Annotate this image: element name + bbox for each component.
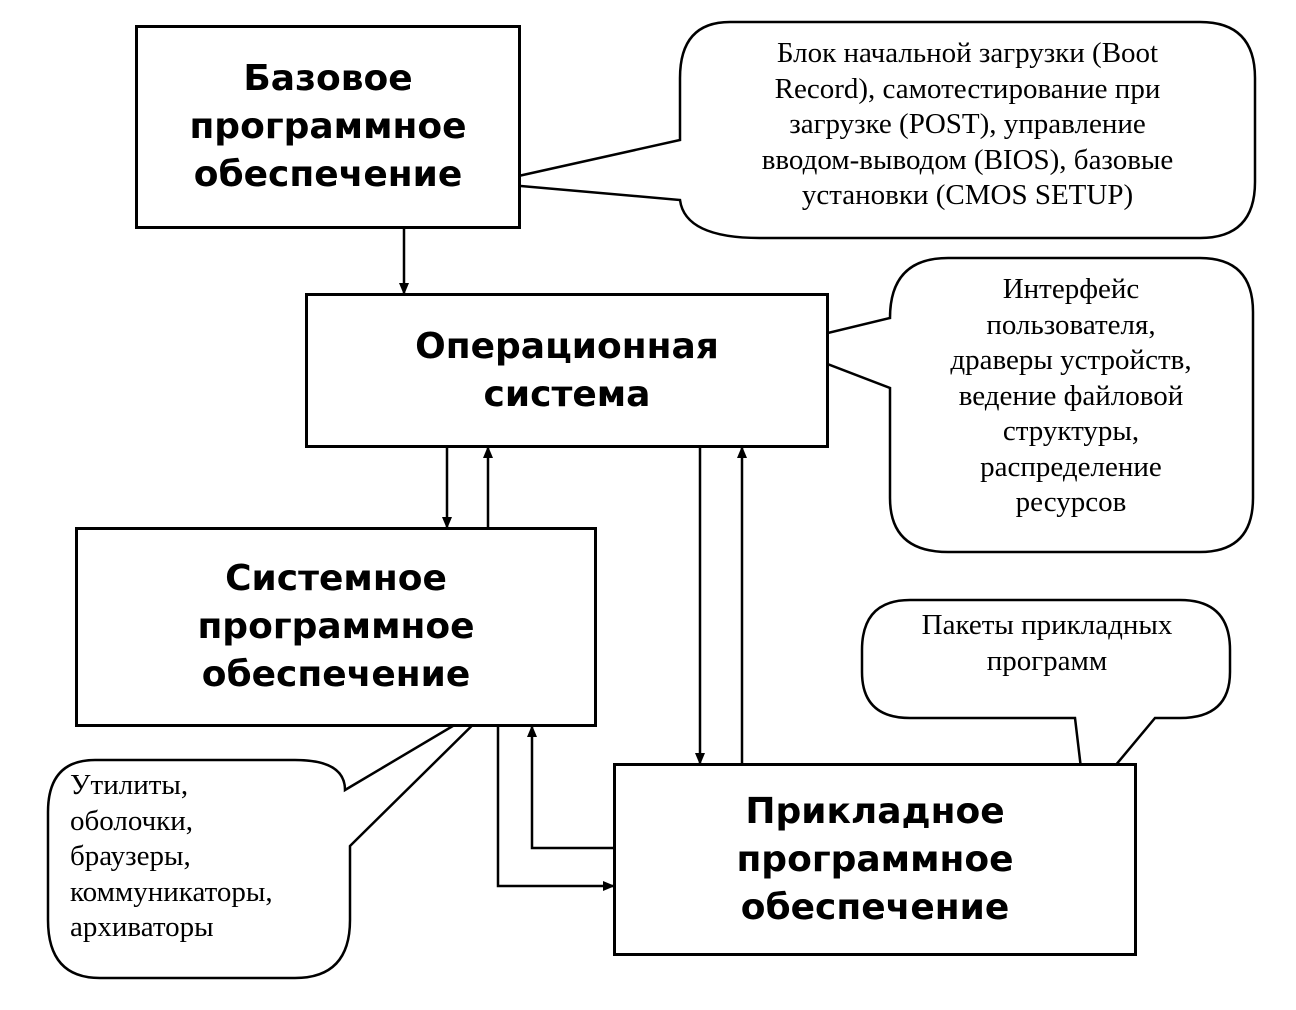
os-note-line-1: Интерфейс bbox=[1002, 273, 1140, 305]
os-note-line-7: ресурсов bbox=[1015, 486, 1127, 518]
os-note-line-3: драверы устройств, bbox=[950, 344, 1192, 376]
os-note-line-2: пользователя, bbox=[986, 308, 1156, 341]
system-note-line-2: оболочки, bbox=[70, 804, 194, 837]
application-software-line-3: обеспечение bbox=[740, 886, 1010, 928]
system-note-line-1: Утилиты, bbox=[70, 769, 189, 801]
base-software-line-1: Базовое bbox=[243, 58, 413, 99]
operating-system-line-1: Операционная bbox=[415, 325, 719, 367]
os-note-line-5: структуры, bbox=[1002, 415, 1140, 447]
arrow-application-to-system bbox=[527, 725, 614, 850]
system-software-line-3: обеспечение bbox=[201, 654, 471, 695]
os-note-line-6: распределение bbox=[980, 450, 1162, 483]
system-software-callout-text: Утилиты, оболочки, браузеры, коммуникато… bbox=[70, 768, 340, 946]
system-note-line-3: браузеры, bbox=[70, 840, 191, 872]
base-note-line-2: Record), самотестирование при bbox=[774, 72, 1161, 105]
callout-bubble-system bbox=[46, 696, 501, 980]
application-note-line-1: Пакеты прикладных bbox=[921, 609, 1173, 641]
base-note-line-3: загрузке (POST), управление bbox=[789, 108, 1146, 140]
arrow-system-to-application bbox=[496, 726, 615, 891]
application-software-line-2: программное bbox=[736, 838, 1014, 880]
base-software-callout-text: Блок начальной загрузки (Boot Record), с… bbox=[700, 36, 1235, 214]
application-software-line-1: Прикладное bbox=[745, 790, 1005, 832]
os-note-line-4: ведение файловой bbox=[958, 379, 1184, 412]
application-software-box: Прикладное программное обеспечение bbox=[613, 763, 1137, 956]
system-note-line-4: коммуникаторы, bbox=[70, 875, 273, 908]
os-callout-text: Интерфейс пользователя, драверы устройст… bbox=[895, 272, 1247, 521]
application-software-callout-text: Пакеты прикладных программ bbox=[872, 608, 1222, 679]
system-software-line-2: программное bbox=[197, 606, 475, 647]
system-software-line-1: Системное bbox=[225, 558, 447, 599]
operating-system-box: Операционная система bbox=[305, 293, 829, 448]
system-note-line-5: архиваторы bbox=[70, 911, 214, 943]
application-note-line-2: программ bbox=[986, 644, 1108, 677]
base-note-line-4: вводом-выводом (BIOS), базовые bbox=[761, 143, 1174, 176]
base-software-line-3: обеспечение bbox=[193, 154, 463, 195]
operating-system-line-2: система bbox=[483, 373, 651, 415]
base-note-line-5: установки (CMOS SETUP) bbox=[801, 179, 1134, 211]
callout-bubble-application bbox=[860, 598, 1232, 806]
system-software-box: Системное программное обеспечение bbox=[75, 527, 597, 727]
base-software-box: Базовое программное обеспечение bbox=[135, 25, 521, 229]
callout-bubble-base bbox=[486, 20, 1257, 240]
base-note-line-1: Блок начальной загрузки (Boot bbox=[776, 37, 1159, 69]
callout-bubble-os bbox=[773, 256, 1255, 554]
base-software-line-2: программное bbox=[189, 106, 467, 147]
